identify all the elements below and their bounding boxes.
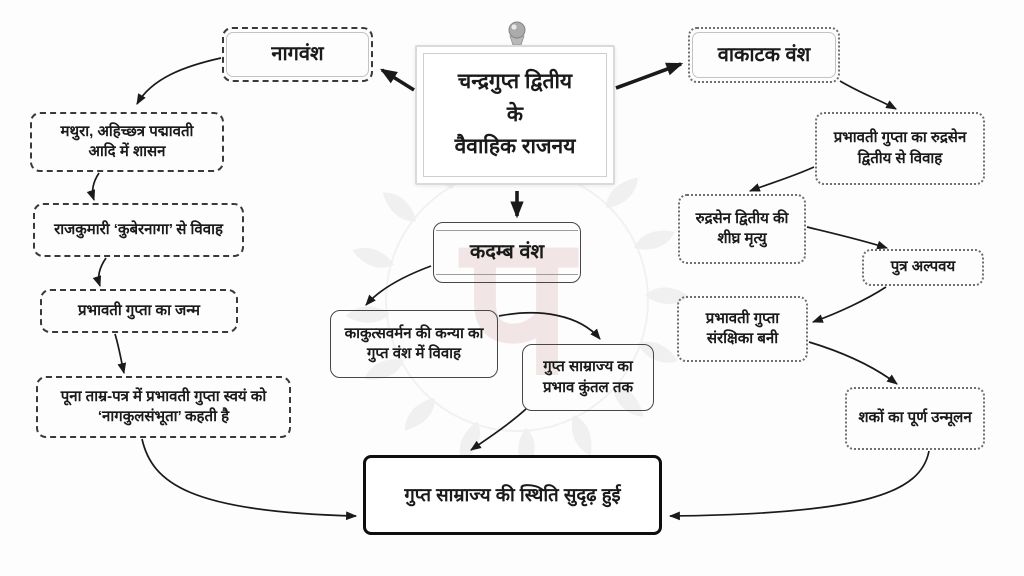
node-label: राजकुमारी ‘कुबेरनागा’ से विवाह bbox=[54, 220, 223, 238]
node-vivah: प्रभावती गुप्ता का रुद्रसेन द्वितीय से व… bbox=[815, 112, 985, 185]
arrow-nagvansh-to-mathura bbox=[136, 57, 222, 105]
node-label: प्रभावती गुप्ता संरक्षिका बनी bbox=[705, 309, 780, 347]
arrow-janm-to-poona bbox=[114, 333, 127, 375]
node-label: गुप्त साम्राज्य का प्रभाव कुंतल तक bbox=[543, 358, 633, 396]
node-label: पूना ताम्र-पत्र में प्रभावती गुप्ता स्वय… bbox=[60, 387, 267, 425]
arrow-kuntal-to-conclusion bbox=[470, 408, 527, 451]
arrow-kadamb-to-kakutsa bbox=[365, 265, 432, 306]
arrow-kakutsa-to-kuntal bbox=[498, 311, 601, 340]
inner-frame bbox=[226, 32, 369, 77]
arrow-sanrakshika-to-shakon bbox=[808, 341, 898, 385]
node-label: काकुत्सवर्मन की कन्या का गुप्त वंश में व… bbox=[344, 324, 484, 362]
node-kuntal: गुप्त साम्राज्य का प्रभाव कुंतल तक bbox=[522, 344, 654, 411]
node-kakutsa: काकुत्सवर्मन की कन्या का गुप्त वंश में व… bbox=[330, 310, 498, 378]
node-shakon: शकों का पूर्ण उन्मूलन bbox=[845, 387, 985, 450]
node-central-title: चन्द्रगुप्त द्वितीय के वैवाहिक राजनय bbox=[415, 45, 615, 185]
node-label: पुत्र अल्पवय bbox=[890, 258, 956, 276]
node-nagvansh: नागवंश bbox=[222, 27, 373, 82]
arrow-shakon-to-conclusion bbox=[668, 450, 930, 521]
arrow-mrityu-to-putra bbox=[806, 226, 889, 250]
arrow-central-to-vakatak bbox=[615, 62, 684, 90]
node-label: कदम्ब वंश bbox=[469, 241, 545, 263]
node-mrityu: रुद्रसेन द्वितीय की शीघ्र मृत्यु bbox=[678, 194, 806, 264]
node-label: वाकाटक वंश bbox=[717, 43, 811, 66]
title-inner-frame bbox=[423, 53, 607, 177]
node-poona: पूना ताम्र-पत्र में प्रभावती गुप्ता स्वय… bbox=[36, 376, 291, 438]
node-rajkumari: राजकुमारी ‘कुबेरनागा’ से विवाह bbox=[33, 203, 244, 257]
arrow-putra-to-sanrakshika bbox=[811, 286, 887, 323]
node-label: प्रभावती गुप्ता का रुद्रसेन द्वितीय से व… bbox=[833, 129, 967, 167]
arrow-poona-to-conclusion bbox=[141, 438, 358, 521]
node-label: मथुरा, अहिच्छत्र पद्मावती आदि में शासन bbox=[60, 122, 194, 160]
node-label: शकों का पूर्ण उन्मूलन bbox=[858, 409, 972, 427]
node-kadamb: कदम्ब वंश bbox=[433, 222, 581, 283]
arrow-rajkumari-to-janm bbox=[92, 257, 107, 288]
node-janm: प्रभावती गुप्ता का जन्म bbox=[40, 289, 238, 333]
node-putra: पुत्र अल्पवय bbox=[862, 249, 984, 286]
node-sanrakshika: प्रभावती गुप्ता संरक्षिका बनी bbox=[677, 296, 808, 362]
conclusion-label: गुप्त साम्राज्य की स्थिति सुदृढ़ हुई bbox=[404, 483, 621, 505]
node-mathura: मथुरा, अहिच्छत्र पद्मावती आदि में शासन bbox=[30, 112, 224, 172]
node-label: रुद्रसेन द्वितीय की शीघ्र मृत्यु bbox=[695, 209, 789, 247]
node-label: नागवंश bbox=[271, 43, 324, 65]
central-title-label: चन्द्रगुप्त द्वितीय के वैवाहिक राजनय bbox=[454, 70, 576, 159]
arrow-mathura-to-rajkumari bbox=[86, 172, 100, 202]
arrow-vivah-to-mrityu bbox=[748, 166, 815, 192]
arrow-central-to-nagvansh bbox=[379, 68, 415, 92]
node-conclusion: गुप्त साम्राज्य की स्थिति सुदृढ़ हुई bbox=[363, 455, 662, 535]
arrow-vakatak-to-vivah bbox=[839, 80, 897, 110]
node-label: प्रभावती गुप्ता का जन्म bbox=[77, 301, 201, 319]
inner-lines bbox=[436, 230, 578, 275]
inner-frame bbox=[692, 32, 836, 78]
node-vakatak: वाकाटक वंश bbox=[688, 27, 840, 83]
